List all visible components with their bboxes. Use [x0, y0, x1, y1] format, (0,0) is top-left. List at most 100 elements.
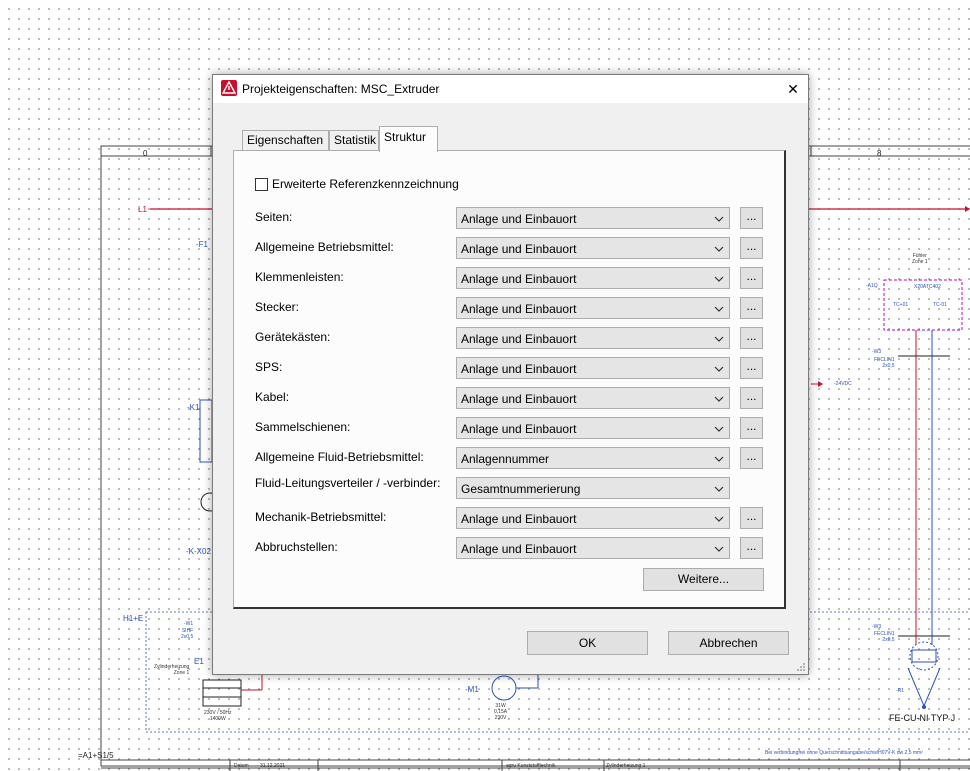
structure-options-button[interactable]: ...	[740, 237, 763, 259]
chevron-down-icon	[714, 336, 724, 342]
structure-options-button[interactable]: ...	[740, 357, 763, 379]
sensor-type-label: FE-CU-NI TYP J	[889, 713, 956, 723]
structure-row-fluid-betriebsmittel: Allgemeine Fluid-Betriebsmittel: Anlagen…	[255, 447, 765, 469]
extended-refdes-checkbox[interactable]	[255, 177, 268, 191]
potential-l1: L1	[138, 205, 147, 214]
close-icon: ✕	[787, 80, 799, 97]
chevron-down-icon	[714, 246, 724, 252]
a1q-label: -A1Q	[866, 283, 878, 289]
row-label: Gerätekästen:	[255, 330, 331, 344]
structure-select[interactable]: Anlage und Einbauort	[456, 207, 730, 229]
structure-row-mechanik-betriebsmittel: Mechanik-Betriebsmittel: Anlage und Einb…	[255, 507, 765, 529]
e1-description: Zylinderheizung Zone 1	[154, 664, 190, 676]
structure-options-button[interactable]: ...	[740, 537, 763, 559]
extended-refdes-option[interactable]: Erweiterte Referenzkennzeichnung	[255, 177, 459, 191]
structure-row-stecker: Stecker: Anlage und Einbauort ...	[255, 297, 765, 319]
chevron-down-icon	[714, 456, 724, 462]
w1-type: SIHF 2x0,5	[181, 628, 194, 640]
tc-plus-label: TC+01	[893, 302, 909, 308]
structure-select[interactable]: Anlage und Einbauort	[456, 537, 730, 559]
structure-select[interactable]: Anlage und Einbauort	[456, 267, 730, 289]
resize-grip-icon[interactable]	[796, 662, 806, 672]
structure-options-button[interactable]: ...	[740, 417, 763, 439]
xk02-label: -K-X02	[186, 547, 211, 556]
row-label: Allgemeine Fluid-Betriebsmittel:	[255, 450, 424, 464]
structure-select[interactable]: Anlage und Einbauort	[456, 507, 730, 529]
structure-row-fluid-leitungsverteiler: Fluid-Leitungsverteiler / -verbinder: Ge…	[255, 476, 765, 499]
select-value: Anlage und Einbauort	[461, 392, 577, 406]
tab-struktur[interactable]: Struktur	[379, 126, 438, 152]
h1e-label: H1+E	[123, 614, 144, 623]
structure-options-button[interactable]: ...	[740, 387, 763, 409]
structure-select[interactable]: Gesamtnummerierung	[456, 477, 730, 499]
struktur-panel: Erweiterte Referenzkennzeichnung Seiten:…	[233, 150, 786, 609]
structure-options-button[interactable]: ...	[740, 447, 763, 469]
chevron-down-icon	[714, 396, 724, 402]
chevron-down-icon	[714, 216, 724, 222]
structure-options-button[interactable]: ...	[740, 267, 763, 289]
chevron-down-icon	[714, 276, 724, 282]
title-bar[interactable]: Projekteigenschaften: MSC_Extruder ✕	[213, 75, 808, 103]
row-label: Mechanik-Betriebsmittel:	[255, 510, 387, 524]
select-value: Gesamtnummerierung	[461, 482, 581, 496]
structure-select[interactable]: Anlage und Einbauort	[456, 237, 730, 259]
row-label: Klemmenleisten:	[255, 270, 344, 284]
structure-select[interactable]: Anlage und Einbauort	[456, 387, 730, 409]
module-label: X20ATC402	[914, 284, 941, 290]
chevron-down-icon	[714, 366, 724, 372]
r1-label: -R1	[896, 688, 905, 694]
footer-note: Bei verbindungfrei ohne Querschnittsanga…	[765, 750, 923, 756]
structure-options-button[interactable]: ...	[740, 297, 763, 319]
row-label: Kabel:	[255, 390, 290, 404]
structure-row-geraetekaesten: Gerätekästen: Anlage und Einbauort ...	[255, 327, 765, 349]
row-label: Stecker:	[255, 300, 300, 314]
w1-label: -W1	[184, 621, 194, 627]
m1-rating: 31W 0,15A 230V	[494, 703, 508, 721]
select-value: Anlage und Einbauort	[461, 332, 577, 346]
tc-minus-label: TC-01	[933, 302, 947, 308]
structure-row-sammelschienen: Sammelschienen: Anlage und Einbauort ...	[255, 417, 765, 439]
structure-options-button[interactable]: ...	[740, 327, 763, 349]
row-label: Seiten:	[255, 210, 293, 224]
extended-refdes-label: Erweiterte Referenzkennzeichnung	[272, 177, 459, 191]
structure-options-button[interactable]: ...	[740, 207, 763, 229]
structure-select[interactable]: Anlage und Einbauort	[456, 327, 730, 349]
select-value: Anlagennummer	[461, 452, 550, 466]
w3-bottom-type: FECLIN1 2x0,5	[874, 631, 895, 643]
chevron-down-icon	[714, 426, 724, 432]
more-button[interactable]: Weitere...	[643, 568, 764, 591]
structure-row-klemmenleisten: Klemmenleisten: Anlage und Einbauort ...	[255, 267, 765, 289]
cancel-button[interactable]: Abbrechen	[668, 631, 789, 655]
footer-company: agru Kunststofftechnik	[506, 763, 556, 769]
tab-statistik[interactable]: Statistik	[329, 130, 379, 151]
row-label: Sammelschienen:	[255, 420, 351, 434]
structure-select[interactable]: Anlage und Einbauort	[456, 417, 730, 439]
select-value: Anlage und Einbauort	[461, 542, 577, 556]
column-number: 8	[877, 149, 882, 158]
structure-options-button[interactable]: ...	[740, 507, 763, 529]
select-value: Anlage und Einbauort	[461, 422, 577, 436]
select-value: Anlage und Einbauort	[461, 362, 577, 376]
structure-select[interactable]: Anlagennummer	[456, 447, 730, 469]
structure-select[interactable]: Anlage und Einbauort	[456, 357, 730, 379]
row-label: SPS:	[255, 360, 283, 374]
select-value: Anlage und Einbauort	[461, 512, 577, 526]
select-value: Anlage und Einbauort	[461, 242, 577, 256]
ok-button[interactable]: OK	[527, 631, 648, 655]
structure-select[interactable]: Anlage und Einbauort	[456, 297, 730, 319]
dialog-title: Projekteigenschaften: MSC_Extruder	[242, 82, 440, 96]
select-value: Anlage und Einbauort	[461, 272, 577, 286]
row-label: Abbruchstellen:	[255, 540, 338, 554]
w3-top-label: -W3	[872, 349, 882, 355]
fuehler-label: Fühler Zone 1	[912, 253, 928, 265]
chevron-down-icon	[714, 486, 724, 492]
e1-label: E1	[194, 657, 204, 666]
signal-24vdc: -24VDC	[834, 381, 852, 387]
structure-row-kabel: Kabel: Anlage und Einbauort ...	[255, 387, 765, 409]
k1-label: -K1	[187, 403, 200, 412]
footer-date: 31.12.2021	[260, 763, 286, 769]
structure-row-sps: SPS: Anlage und Einbauort ...	[255, 357, 765, 379]
close-button[interactable]: ✕	[778, 75, 808, 103]
tab-eigenschaften[interactable]: Eigenschaften	[242, 130, 329, 151]
